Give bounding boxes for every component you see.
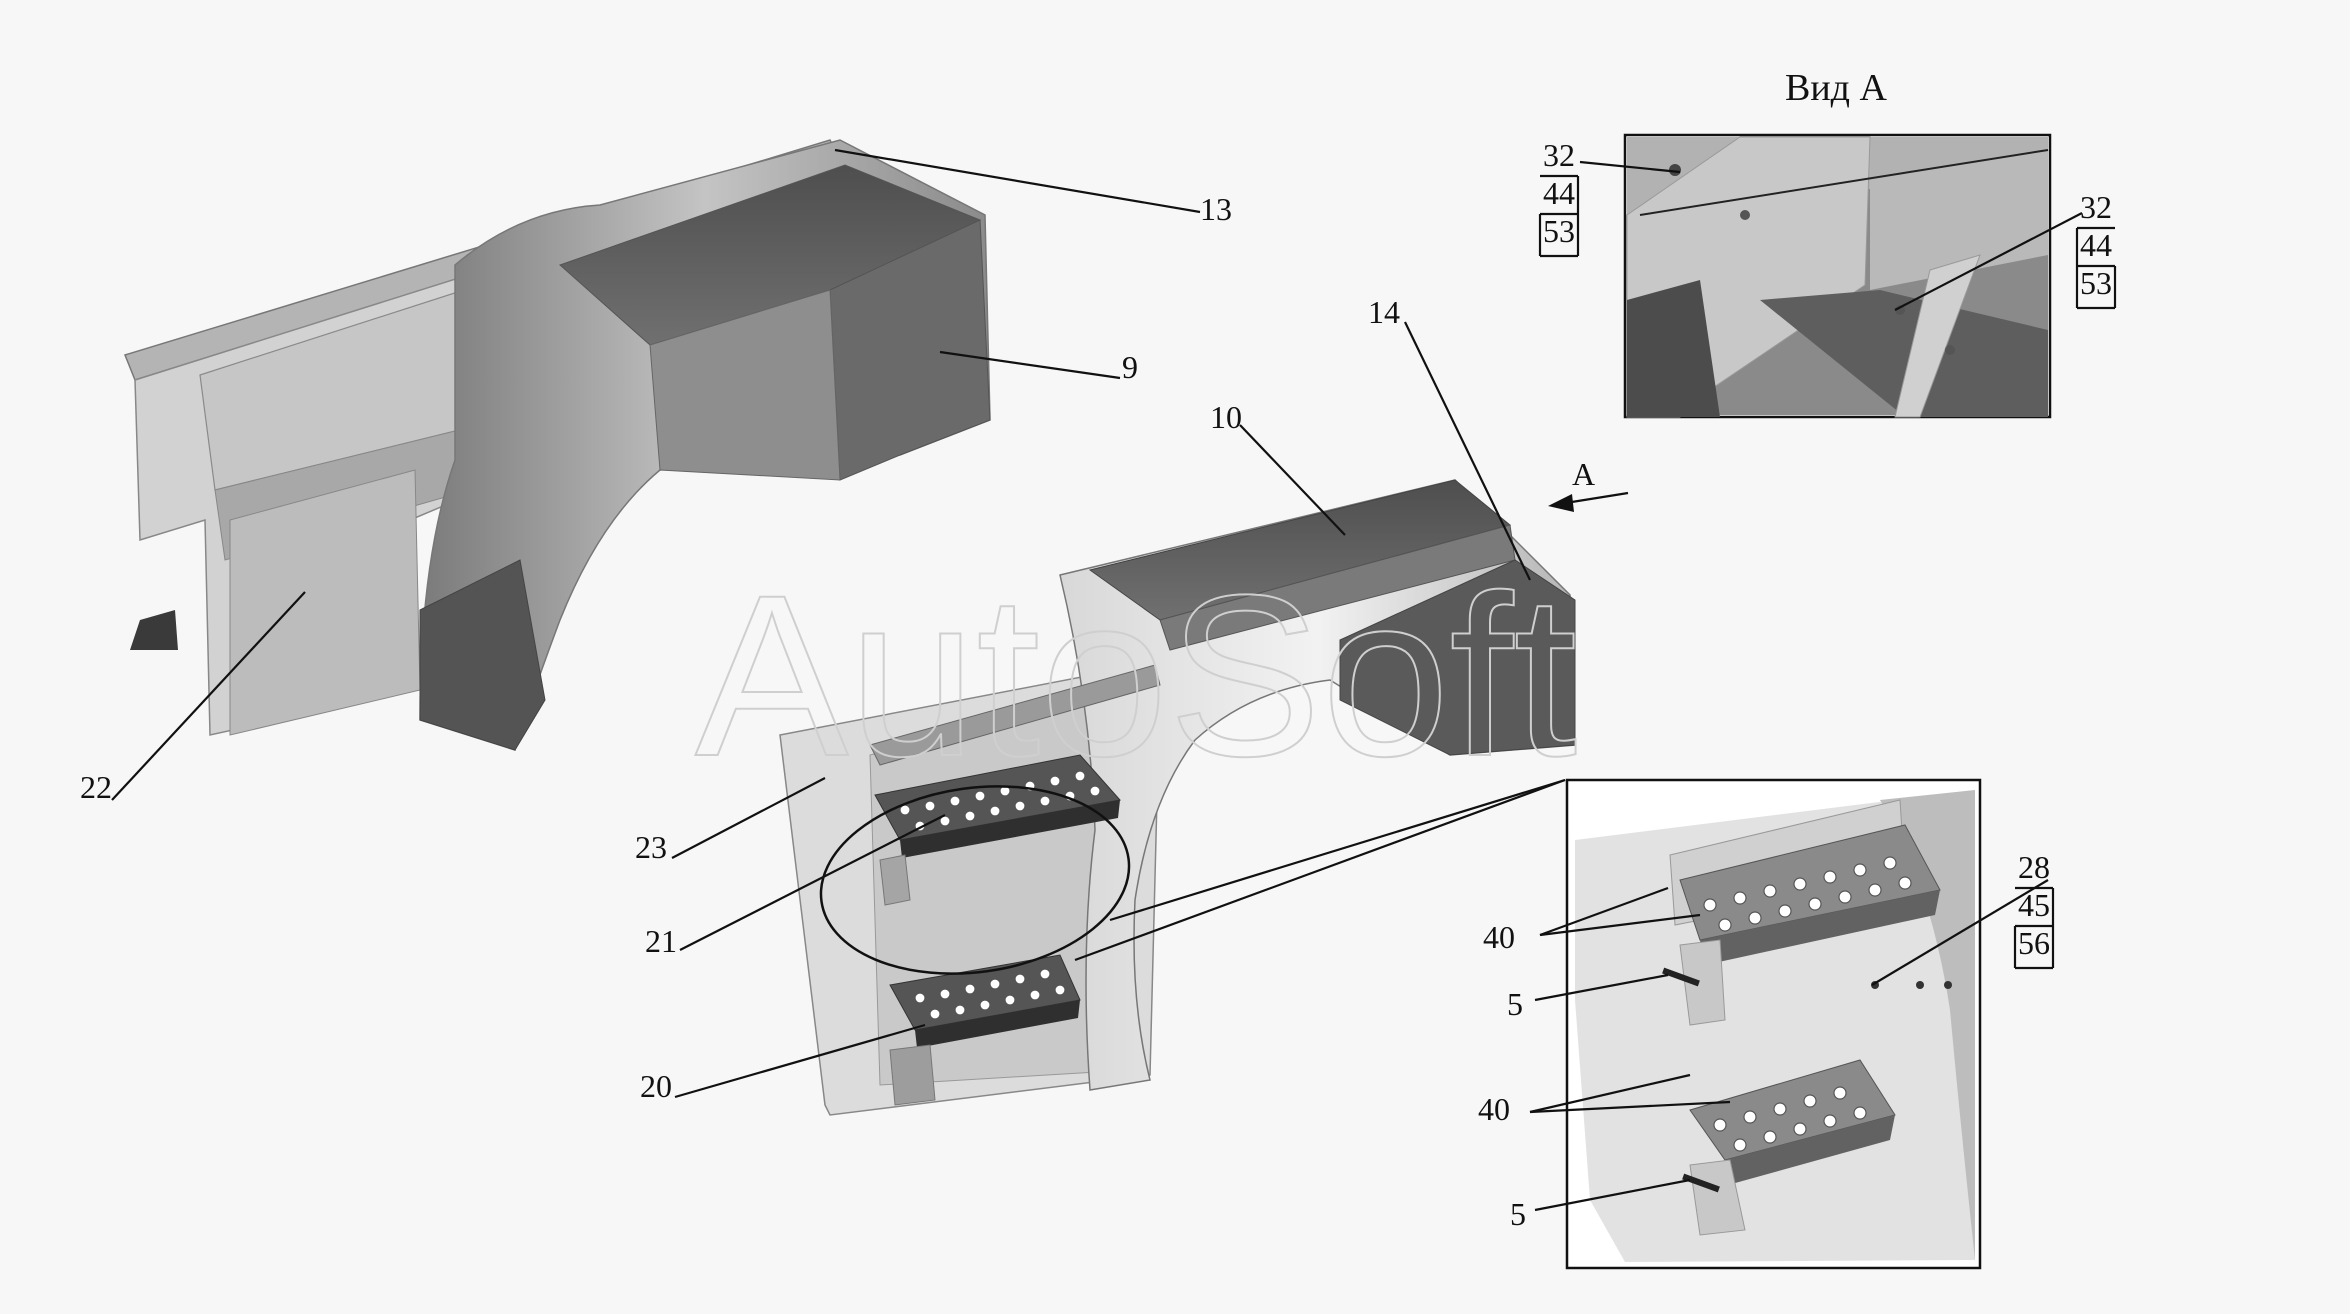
detail-callout-line-lower (1074, 778, 1566, 962)
stack-view-right-mid: 44 (2080, 227, 2112, 263)
arrow-a-label: A (1572, 456, 1595, 492)
lower-lower-step-holes (914, 968, 1066, 1020)
label-9: 9 (1122, 349, 1138, 385)
stack-view-left-bottom: 53 (1543, 213, 1575, 249)
stack-view-right-bottom: 53 (2080, 265, 2112, 301)
upper-fender-assembly (124, 139, 991, 751)
upper-fender-center-face (649, 289, 841, 481)
part-labels: Вид А A 13 9 14 10 22 23 21 20 40 5 40 5 (80, 67, 1888, 1232)
label-21: 21 (645, 923, 677, 959)
stack-detail-mid: 45 (2018, 887, 2050, 923)
lower-top-rail (869, 664, 1161, 766)
stack-view-left: 32 44 53 (1538, 137, 1580, 258)
detail-inset (1565, 778, 1982, 1270)
label-5-upper: 5 (1507, 986, 1523, 1022)
label-22: 22 (80, 769, 112, 805)
stack-view-right-top: 32 (2080, 189, 2112, 225)
stack-detail: 28 45 56 (2013, 849, 2055, 970)
detail-callout-line-upper (1109, 778, 1566, 922)
lower-fender-right-face (1339, 559, 1576, 756)
stack-detail-bottom: 56 (2018, 925, 2050, 961)
label-40-lower: 40 (1478, 1091, 1510, 1127)
label-5-lower: 5 (1510, 1196, 1526, 1232)
stack-view-left-top: 32 (1543, 137, 1575, 173)
view-a-inset (1623, 133, 2052, 419)
lower-fender-assembly (779, 479, 1576, 1116)
lower-foot-bracket (889, 1044, 936, 1106)
watermark-text: AutoSoft (695, 547, 1577, 804)
view-a-title: Вид А (1785, 67, 1888, 109)
view-a-arrow-head (1548, 494, 1574, 512)
label-13: 13 (1200, 191, 1232, 227)
upper-box-bracket (130, 610, 178, 650)
lower-step-bracket-left (879, 854, 911, 906)
label-20: 20 (640, 1068, 672, 1104)
label-23: 23 (635, 829, 667, 865)
stack-view-left-mid: 44 (1543, 175, 1575, 211)
label-40-upper: 40 (1483, 919, 1515, 955)
detail-upper-step-holes (1703, 856, 1912, 932)
lower-lower-step-front (915, 1000, 1080, 1048)
stack-detail-top: 28 (2018, 849, 2050, 885)
lower-upper-step-front (900, 800, 1120, 858)
label-10: 10 (1210, 399, 1242, 435)
upper-fender-lower-dark (419, 559, 546, 751)
stack-view-right: 32 44 53 (2075, 189, 2117, 310)
detail-callout-ellipse (819, 785, 1131, 975)
leader-lines (111, 148, 2083, 1212)
detail-lower-step-holes (1713, 1086, 1867, 1152)
label-14: 14 (1368, 294, 1400, 330)
